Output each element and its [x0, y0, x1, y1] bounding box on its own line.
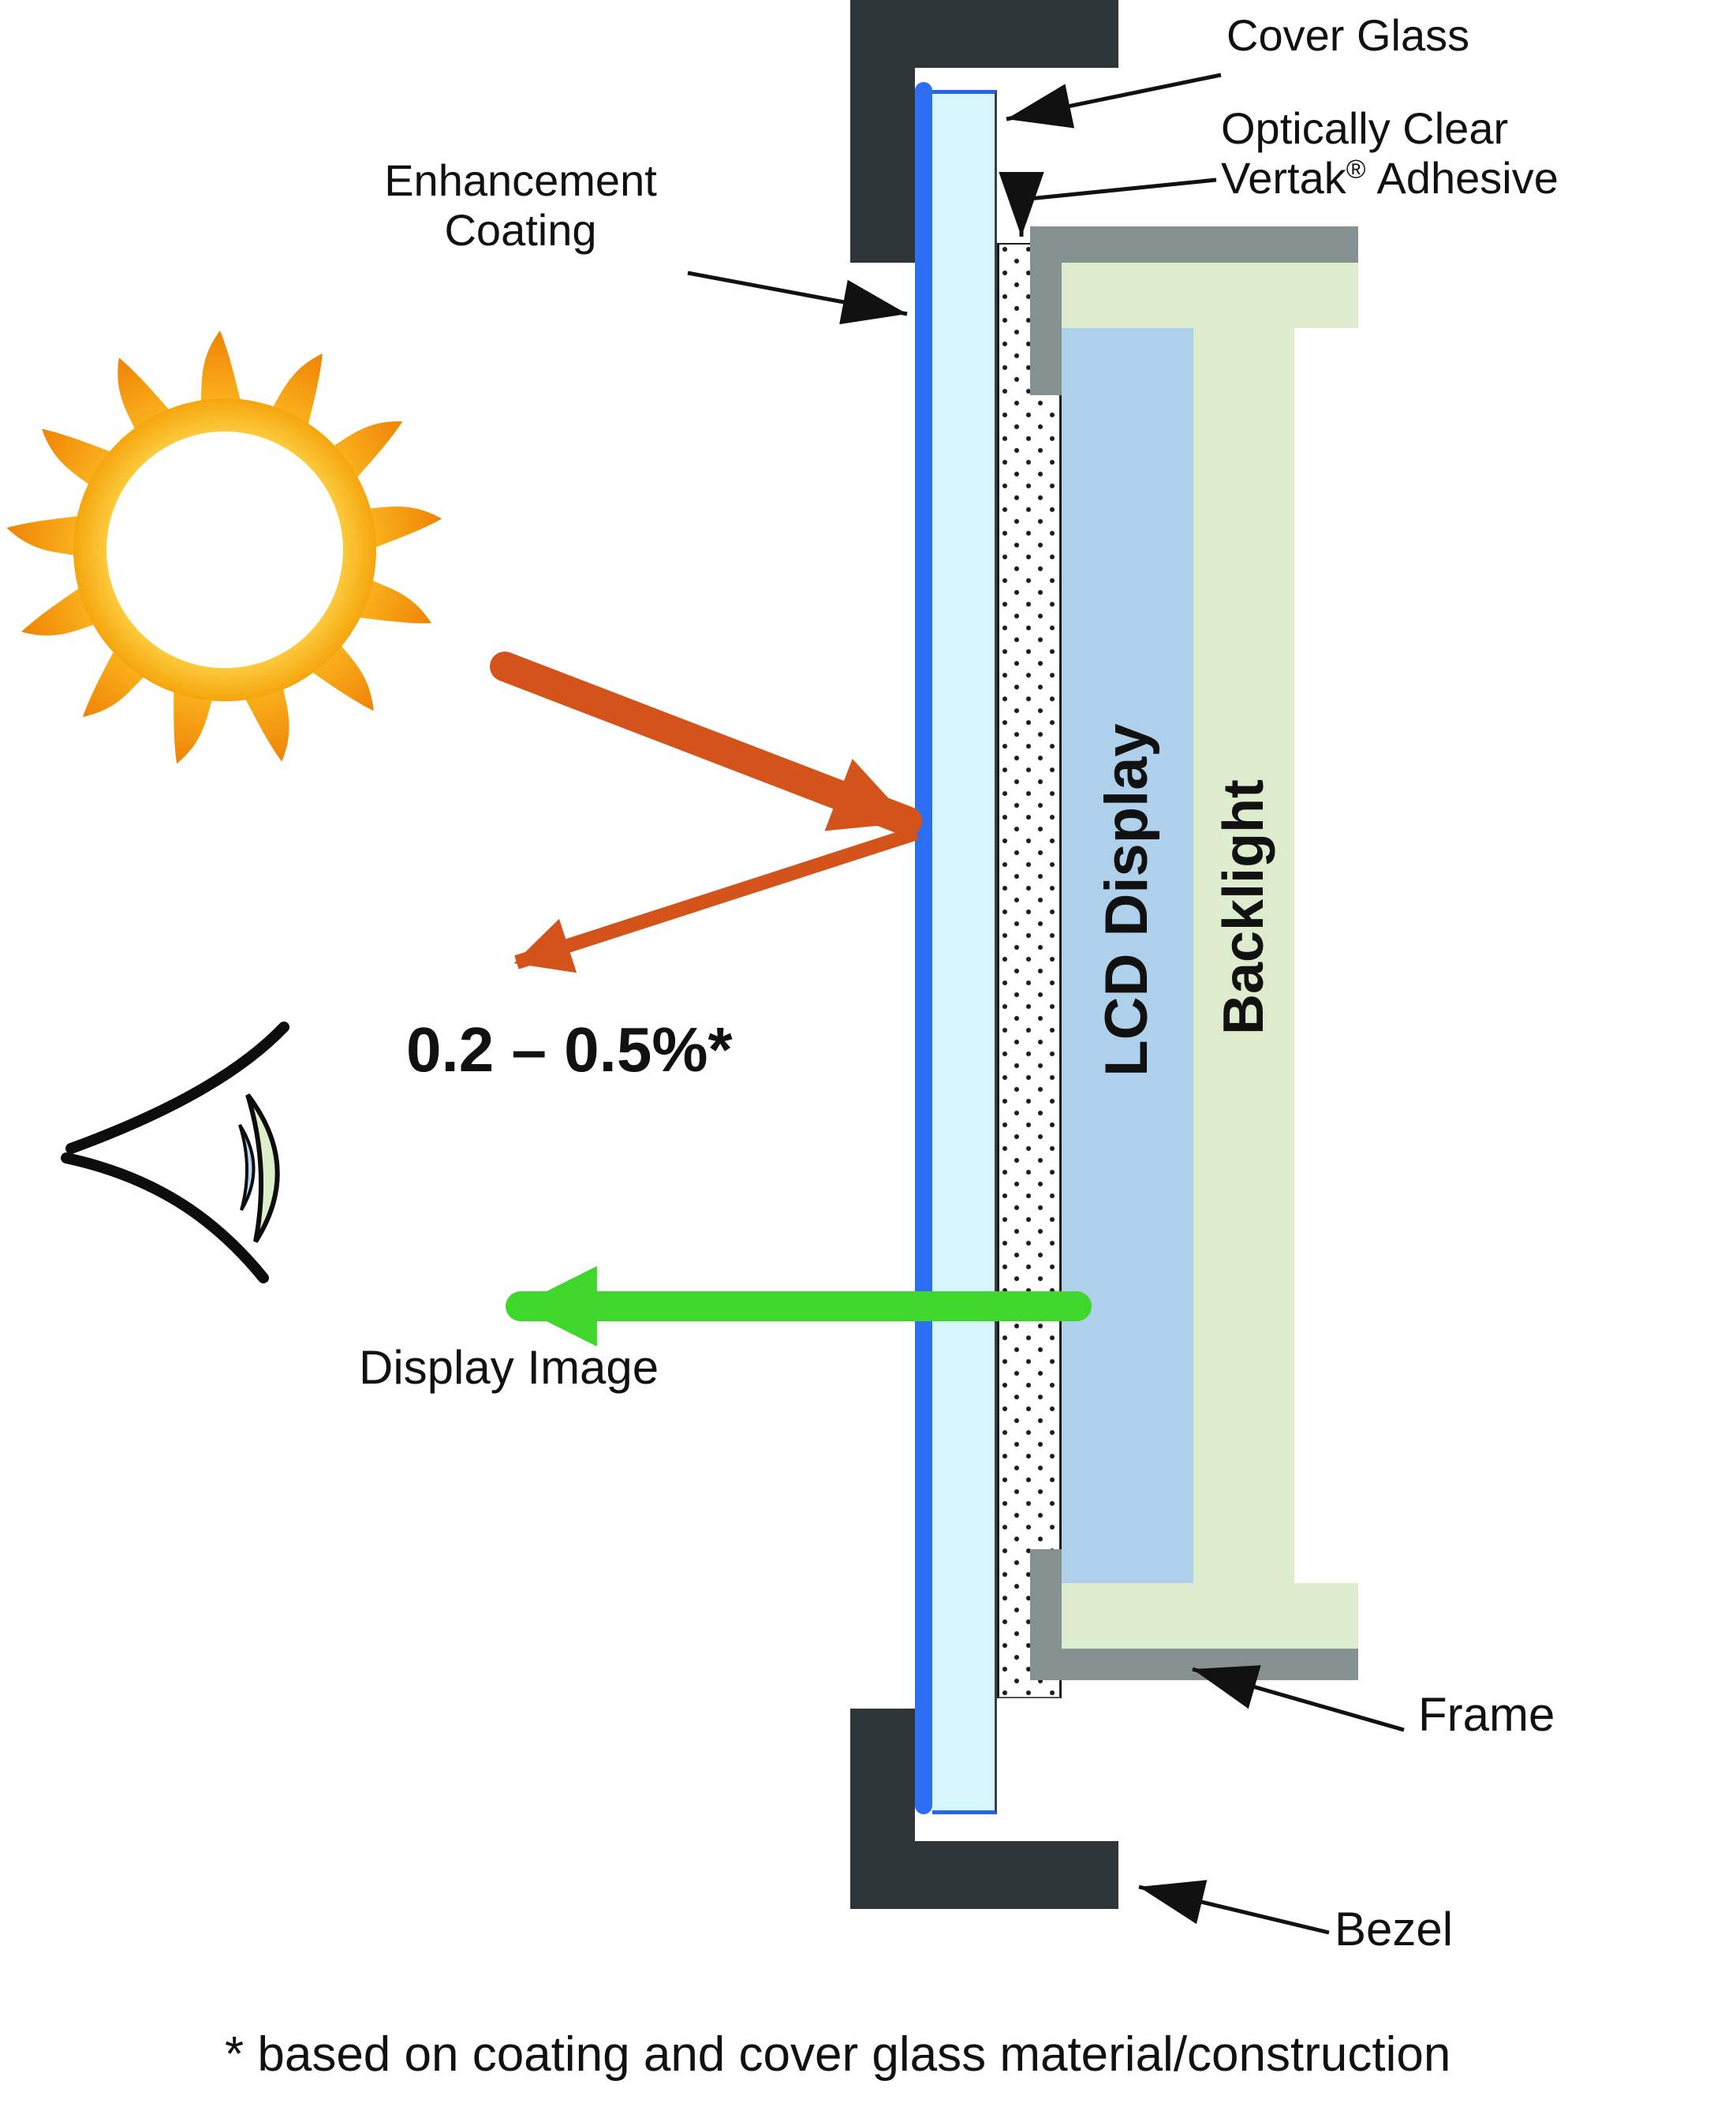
backlight-column	[1193, 328, 1294, 1583]
registered-mark: ®	[1346, 155, 1366, 185]
vertak-adhesive-label: Optically Clear Vertak®Adhesive	[1221, 103, 1559, 203]
optically-clear-line: Optically Clear	[1221, 103, 1509, 153]
bezel-leader	[1138, 1880, 1330, 1935]
reflection-range-label: 0.2 – 0.5%*	[406, 1014, 733, 1085]
vertak-line: Vertak®Adhesive	[1221, 152, 1559, 203]
frame-label: Frame	[1418, 1688, 1555, 1741]
backlight-bottom-bar	[1062, 1583, 1358, 1649]
bezel-top-vertical	[850, 0, 915, 263]
eye-icon	[61, 1022, 289, 1283]
backlight-top-bar	[1062, 263, 1358, 328]
bezel-bottom-horizontal	[850, 1841, 1118, 1909]
sunlight-arrow	[490, 652, 922, 836]
footnote: * based on coating and cover glass mater…	[225, 2027, 1451, 2082]
frame-bottom-bar	[1030, 1649, 1358, 1680]
frame-bottom-leg	[1030, 1549, 1063, 1649]
lcd-display-label: LCD Display	[1093, 723, 1161, 1077]
frame-top-leg	[1030, 263, 1063, 395]
enhancement-coating-layer	[915, 82, 932, 1814]
cover-glass-leader	[1006, 73, 1222, 129]
backlight-label: Backlight	[1211, 779, 1275, 1036]
display-image-label: Display Image	[359, 1341, 659, 1394]
sun-icon	[3, 331, 446, 770]
vertak-adhesive-layer	[997, 243, 1062, 1698]
cover-glass-layer	[932, 90, 997, 1814]
enhancement-coating-leader	[687, 271, 908, 325]
lcd-display-layer	[1062, 328, 1193, 1583]
cover-glass-label: Cover Glass	[1226, 10, 1470, 60]
bezel-label: Bezel	[1335, 1903, 1454, 1955]
enhancement-coating-label: Enhancement Coating	[384, 155, 657, 255]
frame-top-bar	[1030, 226, 1358, 263]
reflection-arrow	[513, 826, 919, 973]
